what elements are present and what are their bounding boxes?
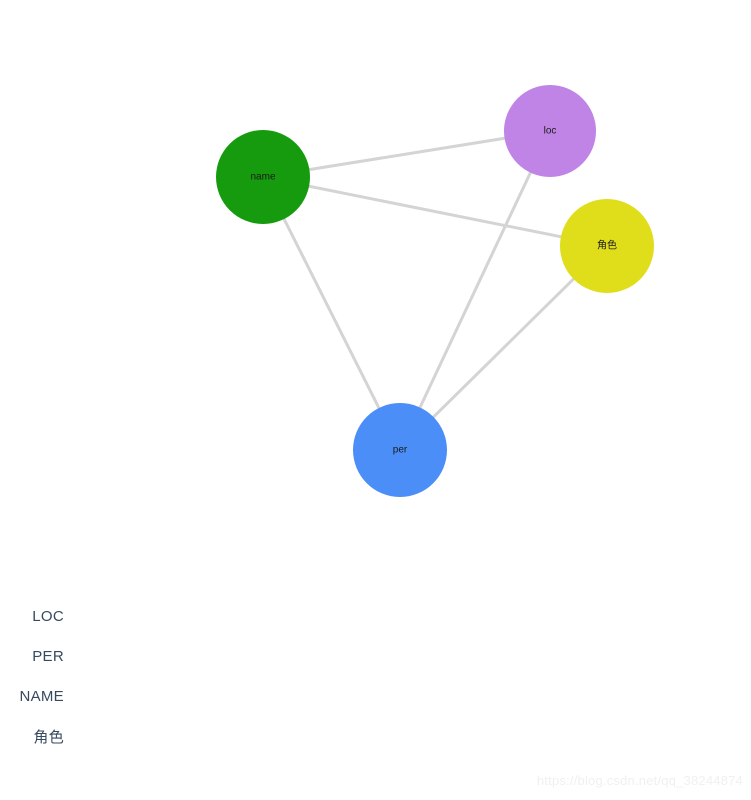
graph-node-circle[interactable] <box>504 85 596 177</box>
legend-item-label: LOC <box>32 607 64 625</box>
graph-edges-layer <box>261 129 609 452</box>
graph-node[interactable]: per <box>353 403 447 497</box>
legend: LOC PER NAME 角色 <box>0 596 64 756</box>
graph-edge <box>398 244 609 452</box>
legend-item-juese[interactable]: 角色 <box>0 716 64 756</box>
graph-edge <box>261 129 552 179</box>
graph-node[interactable]: 角色 <box>560 199 654 293</box>
graph-node-circle[interactable] <box>216 130 310 224</box>
graph-node-circle[interactable] <box>353 403 447 497</box>
legend-item-loc[interactable]: LOC <box>0 596 64 636</box>
legend-item-label: 角色 <box>33 728 64 746</box>
graph-edge <box>261 175 609 248</box>
graph-edge <box>261 175 402 452</box>
graph-node[interactable]: name <box>216 130 310 224</box>
legend-item-label: PER <box>32 647 64 665</box>
graph-nodes-layer[interactable]: name loc 角色 per <box>216 85 654 497</box>
graph-node[interactable]: loc <box>504 85 596 177</box>
legend-item-per[interactable]: PER <box>0 636 64 676</box>
legend-item-label: NAME <box>19 687 64 705</box>
watermark: https://blog.csdn.net/qq_38244874 <box>536 773 743 788</box>
legend-item-name[interactable]: NAME <box>0 676 64 716</box>
graph-edge <box>398 129 552 452</box>
graph-node-circle[interactable] <box>560 199 654 293</box>
